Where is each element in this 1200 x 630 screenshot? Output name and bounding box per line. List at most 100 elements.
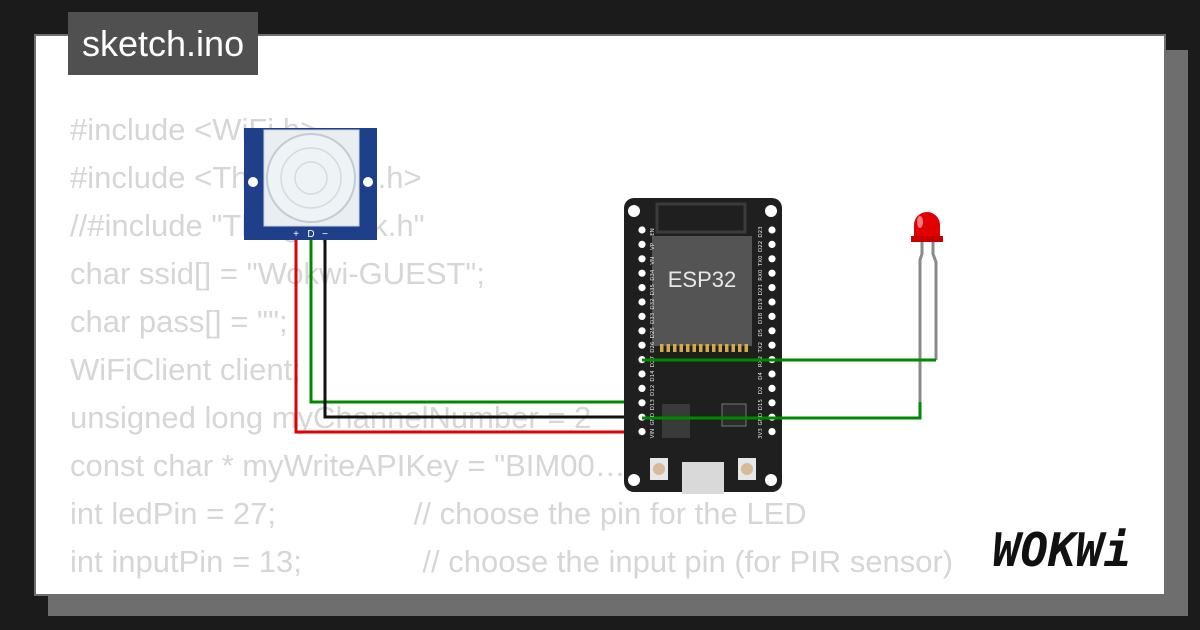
castellation-pad [660,344,664,352]
pin-label: D19 [758,298,764,310]
pin-label: D2 [758,387,764,395]
pin-d13[interactable] [638,399,646,407]
pin-label: D26 [650,341,656,353]
pin-label: D32 [650,298,656,309]
pin-tx0[interactable] [768,255,776,263]
pin-label: TX0 [758,255,764,267]
castellation-pad [744,344,748,352]
pin-label: D34 [650,269,656,281]
chip-label: ESP32 [668,267,737,292]
module-castellations [660,344,748,352]
pin-label: TX2 [758,342,764,354]
castellation-pad [699,344,703,352]
pin-vin[interactable] [638,428,646,436]
pin-label: D12 [650,385,656,396]
pin-d19[interactable] [768,298,776,306]
pir-pin-vcc-label: + [293,229,299,240]
code-line: const char * myWriteAPIKey = "BIM00…E5UB… [70,448,727,483]
castellation-pad [738,344,742,352]
castellation-pad [731,344,735,352]
mount-hole [248,177,258,187]
pin-label: VIN [650,429,656,439]
pin-d4[interactable] [768,370,776,378]
pin-rx0[interactable] [768,269,776,277]
wire-red-vin [294,240,642,434]
wire-black-gnd [323,240,642,419]
pin-3v3[interactable] [768,428,776,436]
pin-label: D23 [758,226,764,238]
pin-d2[interactable] [768,384,776,392]
mount-hole [363,177,373,187]
pin-d18[interactable] [768,312,776,320]
pin-vp[interactable] [638,240,646,248]
pin-d25[interactable] [638,327,646,335]
antenna-trace [655,202,747,234]
pin-label: EN [650,228,656,236]
code-line: int ledPin = 27; // choose the pin for t… [70,496,807,531]
pin-d23[interactable] [768,226,776,234]
pir-sensor[interactable]: + D − [244,128,377,240]
pin-d22[interactable] [768,240,776,248]
usb-uart-chip [721,403,747,427]
pin-label: D25 [650,327,656,339]
castellation-pad [673,344,677,352]
castellation-pad [705,344,709,352]
pin-label: D14 [650,370,656,382]
pin-label: VN [650,257,656,265]
pin-label: D33 [650,312,656,324]
pin-label: RX2 [758,356,764,367]
pin-vn[interactable] [638,255,646,263]
mount-hole [628,474,640,486]
pin-d26[interactable] [638,341,646,349]
pin-d5[interactable] [768,327,776,335]
pin-label: D5 [758,328,764,336]
pin-d34[interactable] [638,269,646,277]
pin-d15[interactable] [768,399,776,407]
pin-label: 3V3 [758,428,764,439]
pin-d33[interactable] [638,312,646,320]
pin-d14[interactable] [638,370,646,378]
pir-dome [266,133,356,223]
pir-pin-data-label: D [307,229,314,240]
castellation-pad [712,344,716,352]
esp32-board[interactable]: ESP32 ENVPVND34D35D32D33D25D26D27D14D12D… [624,198,782,494]
wire-green-d13 [309,240,642,404]
code-line: int pirState = LOW; [70,586,953,594]
pin-d32[interactable] [638,298,646,306]
voltage-regulator [662,404,690,438]
code-line: char pass[] = ""; [70,304,288,339]
castellation-pad [679,344,683,352]
pin-label: D35 [650,283,656,295]
pin-label: D15 [758,399,764,411]
pin-label: D22 [758,241,764,252]
pin-label: RX0 [758,269,764,281]
red-led[interactable] [911,212,943,402]
pin-en[interactable] [638,226,646,234]
pin-label: D13 [650,399,656,411]
pin-tx2[interactable] [768,341,776,349]
castellation-pad [666,344,670,352]
right-header: D23D22TX0RX0D21D19D18D5TX2RX2D4D2D15GND3… [758,226,776,439]
file-tab[interactable]: sketch.ino [68,12,259,75]
castellation-pad [692,344,696,352]
castellation-pad [725,344,729,352]
pin-d35[interactable] [638,284,646,292]
led-anode-leg [931,242,938,360]
code-line: WiFiClient client; [70,352,301,387]
pin-d21[interactable] [768,284,776,292]
pin-d12[interactable] [638,384,646,392]
wokwi-logo: WOKWi [993,523,1131,577]
castellation-pad [718,344,722,352]
mount-hole [765,205,777,217]
led-cathode-leg [918,242,924,402]
code-line: char ssid[] = "Wokwi-GUEST"; [70,256,486,291]
castellation-pad [686,344,690,352]
led-rim [911,236,943,242]
esp32-module [652,236,752,346]
usb-port [682,462,724,494]
pin-label: D4 [758,372,764,380]
left-header: ENVPVND34D35D32D33D25D26D27D14D12D13GNDV… [638,226,656,438]
mount-hole [628,205,640,217]
code-line: int inputPin = 13; // choose the input p… [70,544,954,579]
